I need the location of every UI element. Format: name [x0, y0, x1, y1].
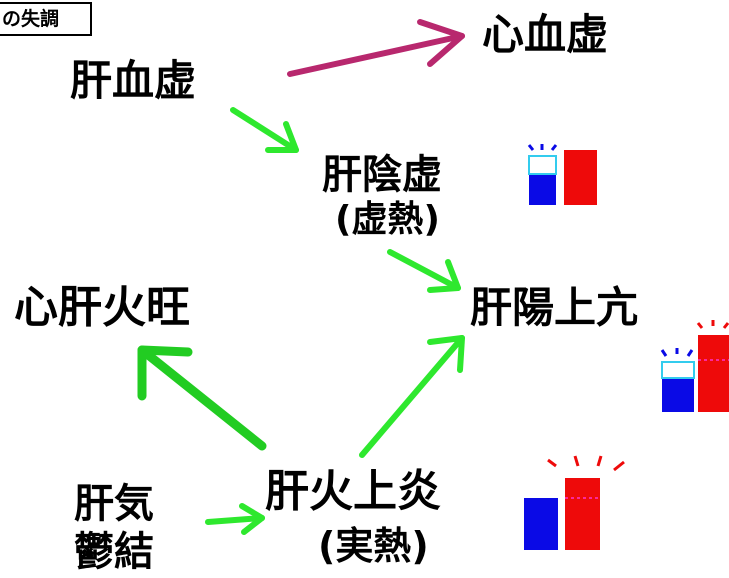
- node-shinketsukyo: 心血虚: [482, 10, 609, 59]
- arrow-kankajoen-to-shinkankaou: [137, 345, 267, 451]
- yin-yang-balance-icon-kaninkyo: [527, 144, 597, 205]
- node-kankiutsu-2: 鬱結: [74, 529, 154, 575]
- arrow-kankajoen-to-kanyojoko: [359, 335, 465, 458]
- yin-yang-balance-icon-kankajoen: [524, 455, 625, 550]
- node-kanketsukyo: 肝血虚: [70, 56, 197, 105]
- header-tag: の失調: [0, 2, 92, 36]
- node-kanyojoko: 肝陽上亢: [470, 283, 639, 332]
- arrow-kanketsukyo-to-shinketsukyo: [287, 19, 465, 77]
- arrow-kanketsukyo-to-kaninkyo: [230, 107, 299, 153]
- arrow-kaninkyo-to-kanyojoko: [387, 249, 461, 293]
- arrow-kankiutsu-to-kankajoen: [205, 503, 265, 535]
- node-kankiutsu-1: 肝気: [74, 481, 154, 527]
- node-kaninkyo: 肝陰虚: [322, 152, 442, 198]
- node-kankajoen: 肝火上炎: [265, 466, 441, 517]
- node-kaninkyo-sub: (虚熱): [335, 199, 440, 240]
- yin-yang-balance-icon-kanyojoko: [660, 320, 729, 412]
- node-shinkankaou: 心肝火旺: [14, 282, 190, 333]
- node-kankajoen-sub: (実熱): [318, 524, 429, 568]
